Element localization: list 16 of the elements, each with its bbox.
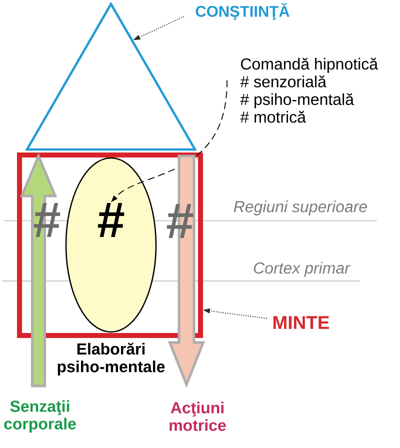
list-item: # psiho-mentală: [240, 93, 354, 108]
arrow-caption: Acţiuni motrice: [170, 402, 226, 431]
hash-symbol: #: [98, 202, 124, 238]
callout-label: CONŞTIINŢĂ: [196, 3, 290, 20]
list-item: # senzorială: [240, 75, 326, 88]
level-label: Regiuni superioare: [234, 200, 367, 216]
block-arrow: [20, 152, 58, 388]
arrow-caption: Senzaţii corporale: [4, 400, 76, 433]
ellipse: [65, 157, 157, 333]
callout-heading: Comandă hipnotică: [241, 58, 378, 73]
callout-label: MINTE: [273, 316, 330, 329]
ellipse-caption: Elaborări psiho-mentale: [58, 342, 165, 376]
level-label: Cortex primar: [254, 262, 350, 277]
block-arrow: [168, 154, 206, 388]
list-item: # motrică: [240, 110, 306, 123]
frame-rectangle: [17, 152, 203, 338]
